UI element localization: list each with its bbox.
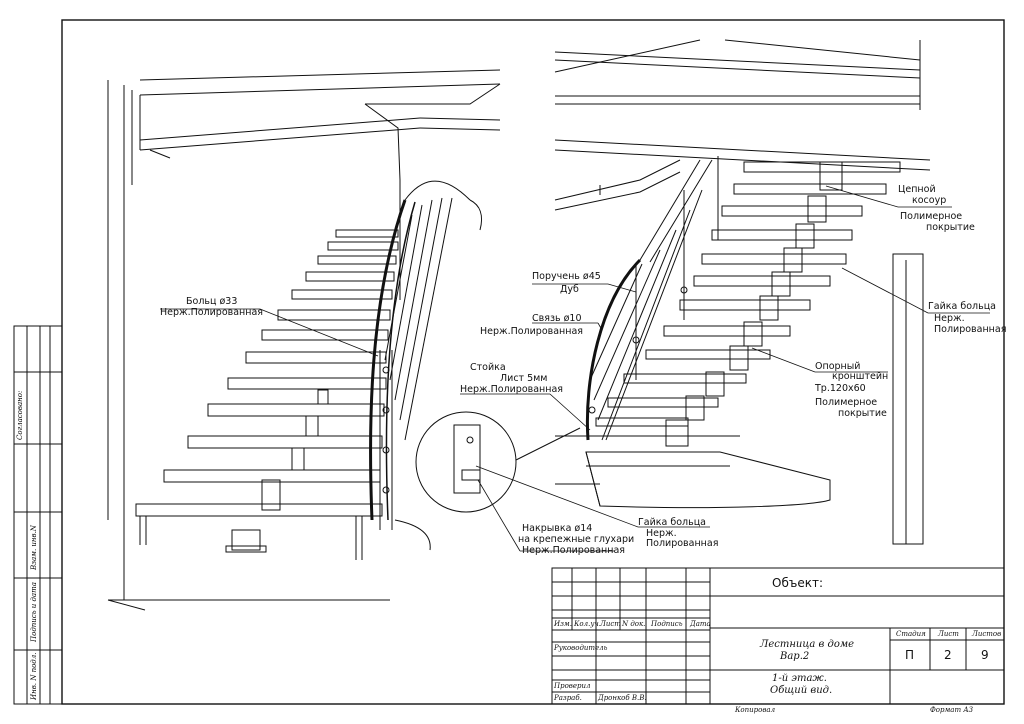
stamp-soglasovano: Согласовано:	[16, 390, 24, 440]
drawing-subtitle-line1: 1-й этаж.	[772, 673, 827, 684]
sheets-value: 9	[981, 648, 989, 662]
sheet-header: Лист	[938, 630, 959, 638]
label-nut-right-line1: Гайка больца	[928, 301, 996, 312]
label-nut-bottom-line3: Полированная	[646, 538, 719, 549]
label-chain-line3: Полимерное	[900, 211, 963, 222]
row-proveril: Проверил	[554, 682, 591, 690]
label-bracket-line3: Тр.120х60	[815, 383, 866, 394]
label-tie-line1: Связь ø10	[532, 313, 582, 324]
right-staircase-view	[415, 39, 931, 545]
stage-header: Стадия	[896, 630, 926, 638]
label-bracket-line1: Опорный	[815, 361, 861, 372]
row-rukovoditel: Руководитель	[554, 644, 608, 652]
label-cap-line2: на крепежные глухари	[518, 534, 635, 545]
stamp-vzam-inv: Взам. инв.N	[30, 525, 38, 570]
col-header-podpis: Подпись	[651, 620, 683, 628]
label-tie-line2: Нерж.Полированная	[480, 326, 584, 337]
leader-lines	[160, 185, 990, 552]
stamp-podpis-data: Подпись и дата	[30, 582, 38, 642]
sheet-frame	[61, 19, 1005, 705]
side-stamp	[13, 325, 63, 705]
format-label: Формат А3	[930, 706, 974, 714]
label-bolt-line2: Нерж.Полированная	[160, 307, 264, 318]
label-handrail-line1: Поручень ø45	[532, 271, 601, 282]
copied-label: Копировал	[735, 706, 776, 714]
detail-callout-circle	[415, 411, 517, 513]
label-chain-line1: Цепной	[898, 184, 936, 195]
col-header-list: Лист	[600, 620, 621, 628]
drawing-title-line2: Вар.2	[780, 651, 810, 662]
developer-name: Дронкоб В.В.	[598, 694, 647, 702]
label-nut-right-line3: Полированная	[934, 324, 1007, 335]
col-header-izm: Изм.	[554, 620, 572, 628]
label-chain-line4: покрытие	[926, 222, 975, 233]
sheets-header: Листов	[972, 630, 1002, 638]
col-header-ndoc: N док.	[622, 620, 646, 628]
label-nut-right-line2: Нерж.	[934, 313, 965, 324]
label-nut-bottom-line1: Гайка больца	[638, 517, 706, 528]
label-bracket-line5: покрытие	[838, 408, 887, 419]
label-nut-bottom-line2: Нерж.	[646, 528, 677, 539]
label-post-line3: Нерж.Полированная	[460, 384, 564, 395]
col-header-data: Дата	[690, 620, 711, 628]
drawing-title-line1: Лестница в доме	[760, 639, 855, 650]
left-staircase-view	[107, 69, 501, 611]
stage-value: П	[905, 648, 915, 662]
label-cap-line3: Нерж.Полированная	[522, 545, 626, 556]
label-bracket-line4: Полимерное	[815, 397, 878, 408]
label-post-line2: Лист 5мм	[500, 373, 548, 384]
sheet-value: 2	[944, 648, 952, 662]
label-chain-line2: косоур	[912, 195, 947, 206]
label-bolt-line1: Больц ø33	[186, 296, 238, 307]
label-bracket-line2: кронштейн	[832, 371, 889, 382]
title-block-grid	[551, 567, 1005, 705]
stamp-inv-podl: Инв. N подл.	[30, 652, 38, 700]
label-handrail-line2: Дуб	[560, 284, 579, 295]
object-label: Объект:	[772, 576, 823, 590]
right-treads	[595, 161, 901, 427]
label-post-line1: Стойка	[470, 362, 506, 373]
left-treads	[135, 229, 399, 517]
row-razrab: Разраб.	[554, 694, 582, 702]
drawing-subtitle-line2: Общий вид.	[770, 685, 833, 696]
col-header-koluch: Кол.уч.	[574, 620, 601, 628]
label-cap-line1: Накрывка ø14	[522, 523, 593, 534]
